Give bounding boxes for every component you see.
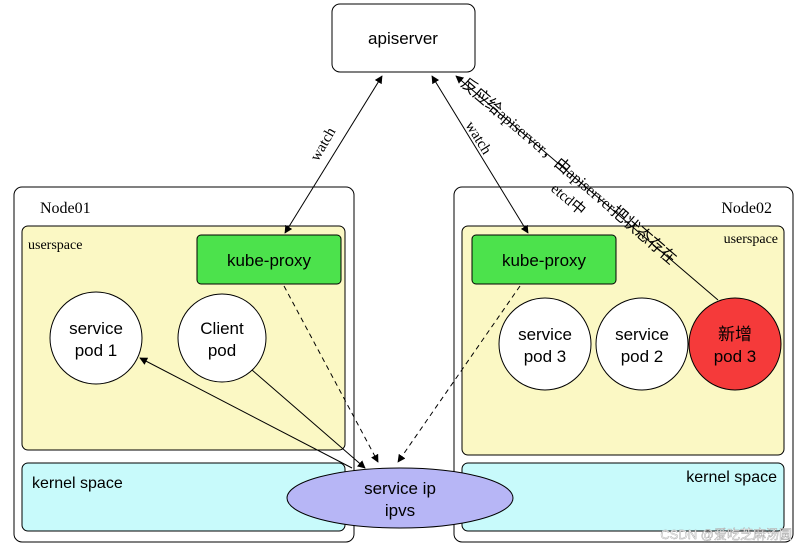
node02-title: Node02 [721,200,772,217]
report-arrow [455,75,719,301]
node02-service-pod-3: service pod 3 [498,297,592,391]
apiserver-label: apiserver [368,29,438,48]
service-ip-line1: service ip [364,479,436,498]
node01-kernel-label: kernel space [32,475,123,492]
node02: Node02 userspace kernel space kube-proxy… [453,186,794,543]
service-pod-1-line2: pod 1 [75,341,118,360]
node01-kube-proxy-label: kube-proxy [227,251,312,270]
client-pod-line1: Client [200,319,244,338]
watch-label-right: watch [462,119,495,158]
service-ip-to-pod1-arrow [139,357,353,469]
node01: Node01 userspace kernel space kube-proxy… [13,186,355,543]
new-pod-3-line2: pod 3 [714,347,757,366]
service-ip-ipvs: service ip ipvs [286,467,514,529]
node01-userspace-label: userspace [28,238,82,253]
service-pod-3-line2: pod 3 [524,347,567,366]
node02-kube-proxy-label: kube-proxy [502,251,587,270]
node01-client-pod: Client pod [177,293,267,383]
node02-new-pod-3: 新增 pod 3 [688,297,782,391]
node02-kernel-label: kernel space [686,469,777,486]
node01-service-pod-1: service pod 1 [49,291,143,385]
node01-title: Node01 [40,200,91,217]
node01-kube-proxy: kube-proxy [196,234,342,285]
service-pod-1-line1: service [69,319,123,338]
service-pod-2-line1: service [615,325,669,344]
watch-arrow-right [431,75,529,234]
service-ip-line2: ipvs [385,501,415,520]
node02-userspace-label: userspace [724,232,778,247]
node02-kube-proxy: kube-proxy [471,234,617,285]
apiserver-node: apiserver [331,3,476,73]
service-pod-2-line2: pod 2 [621,347,664,366]
watermark: CSDN @爱吃芝麻汤圆 [660,527,792,542]
client-pod-line2: pod [208,341,236,360]
new-pod-3-line1: 新增 [718,325,752,344]
watch-arrow-left [284,75,383,234]
service-pod-3-line1: service [518,325,572,344]
watch-label-left: watch [308,125,340,164]
client-to-service-ip-arrow [251,369,366,469]
dashed-arrow-node01 [283,285,379,463]
node02-service-pod-2: service pod 2 [595,297,689,391]
